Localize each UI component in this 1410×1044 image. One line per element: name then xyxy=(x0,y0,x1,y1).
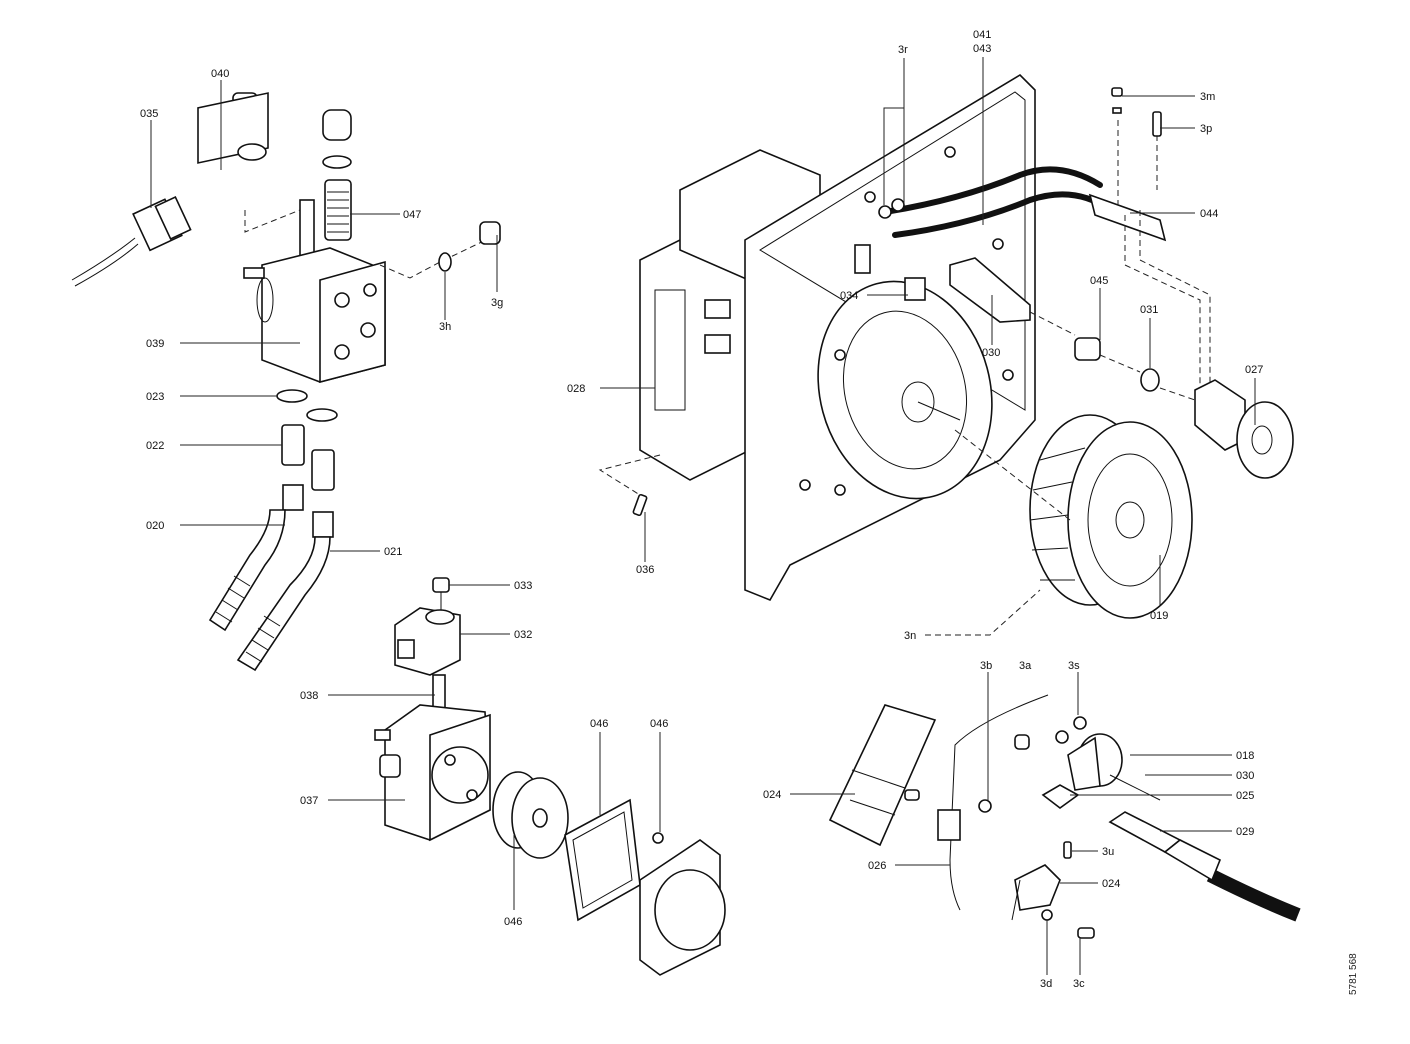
washer-lower xyxy=(306,408,338,422)
screw-3c xyxy=(1077,927,1095,939)
cable-plug-035 xyxy=(71,195,192,287)
label-3s: 3s xyxy=(1068,660,1080,672)
label-037: 037 xyxy=(300,795,318,807)
solenoid-coil-040 xyxy=(197,92,269,164)
connector-strip xyxy=(854,244,871,274)
oil-pump-assembly xyxy=(71,92,501,672)
label-3b: 3b xyxy=(980,660,992,672)
document-number: 5781 568 xyxy=(1348,953,1359,995)
label-033: 033 xyxy=(514,580,532,592)
label-028: 028 xyxy=(567,383,585,395)
electrode-cable-029 xyxy=(1108,811,1301,922)
o-ring-031 xyxy=(1140,368,1160,392)
label-3n: 3n xyxy=(904,630,916,642)
bracket-024 xyxy=(1011,864,1061,921)
nipple-right xyxy=(311,449,335,491)
solenoid-coil-032 xyxy=(394,607,461,676)
label-034: 034 xyxy=(840,290,858,302)
label-027: 027 xyxy=(1245,364,1263,376)
nozzle-holder-027 xyxy=(1194,379,1294,479)
label-3r: 3r xyxy=(898,44,908,56)
label-030-shaft: 030 xyxy=(1236,770,1254,782)
burner-housing-assembly xyxy=(598,73,1294,619)
label-3g: 3g xyxy=(491,297,503,309)
part-labels: 035 040 047 3g 3h 039 023 022 020 021 03… xyxy=(140,29,1263,990)
washer-023 xyxy=(276,389,308,403)
nipple-022 xyxy=(281,424,305,466)
washer-3m xyxy=(1112,107,1122,114)
label-024-bracket: 024 xyxy=(1102,878,1120,890)
label-021: 021 xyxy=(384,546,402,558)
nut-3b xyxy=(978,799,992,813)
label-035: 035 xyxy=(140,108,158,120)
filter-047 xyxy=(322,109,352,241)
washer-3h xyxy=(438,252,452,272)
nut-3a xyxy=(1014,734,1030,750)
nozzle-045 xyxy=(1074,337,1101,361)
flange-housing xyxy=(639,832,726,976)
pump-assembly-lower xyxy=(374,577,726,976)
damper-motor-018 xyxy=(1041,716,1123,809)
label-046-coupling: 046 xyxy=(504,916,522,928)
air-flap-024 xyxy=(828,704,937,847)
label-3d: 3d xyxy=(1040,978,1052,990)
oil-pump-039 xyxy=(243,247,386,384)
label-3h: 3h xyxy=(439,321,451,333)
fan-wheel-019 xyxy=(1029,414,1193,619)
label-019: 019 xyxy=(1150,610,1168,622)
fitting-3g xyxy=(479,221,501,245)
label-036: 036 xyxy=(636,564,654,576)
spring-3u xyxy=(1063,841,1072,859)
label-038: 038 xyxy=(300,690,318,702)
label-020: 020 xyxy=(146,520,164,532)
bracket-044 xyxy=(1088,193,1167,242)
label-041: 041 xyxy=(973,29,991,41)
label-046-nut: 046 xyxy=(650,718,668,730)
lever-026 xyxy=(937,809,961,841)
photocell-030 xyxy=(949,257,1031,323)
label-3m: 3m xyxy=(1200,91,1215,103)
label-3c: 3c xyxy=(1073,978,1085,990)
label-030-photocell: 030 xyxy=(982,347,1000,359)
air-damper-assembly xyxy=(828,694,1301,939)
gasket-046 xyxy=(564,798,641,922)
nut-046 xyxy=(652,832,664,844)
label-040: 040 xyxy=(211,68,229,80)
label-032: 032 xyxy=(514,629,532,641)
label-018: 018 xyxy=(1236,750,1254,762)
screw-3p xyxy=(1152,111,1162,137)
label-022: 022 xyxy=(146,440,164,452)
hose-020 xyxy=(208,484,304,632)
leader-lines xyxy=(150,57,1256,975)
label-023: 023 xyxy=(146,391,164,403)
label-047: 047 xyxy=(403,209,421,221)
hose-021 xyxy=(236,511,334,672)
connector-034 xyxy=(904,277,926,301)
label-039: 039 xyxy=(146,338,164,350)
label-029: 029 xyxy=(1236,826,1254,838)
label-025: 025 xyxy=(1236,790,1254,802)
label-026: 026 xyxy=(868,860,886,872)
label-031: 031 xyxy=(1140,304,1158,316)
label-3p: 3p xyxy=(1200,123,1212,135)
coupling-046 xyxy=(492,771,569,859)
label-024-flap: 024 xyxy=(763,789,781,801)
label-046-gasket: 046 xyxy=(590,718,608,730)
label-044: 044 xyxy=(1200,208,1218,220)
screw-3m xyxy=(1111,87,1123,97)
label-3u: 3u xyxy=(1102,846,1114,858)
label-3a: 3a xyxy=(1019,660,1032,672)
label-043: 043 xyxy=(973,43,991,55)
pump-037 xyxy=(374,704,491,842)
screw-036 xyxy=(632,493,648,517)
washer-3d xyxy=(1041,909,1053,921)
ignition-cables-041-043 xyxy=(878,166,1113,238)
nut-033 xyxy=(432,577,450,593)
label-045: 045 xyxy=(1090,275,1108,287)
